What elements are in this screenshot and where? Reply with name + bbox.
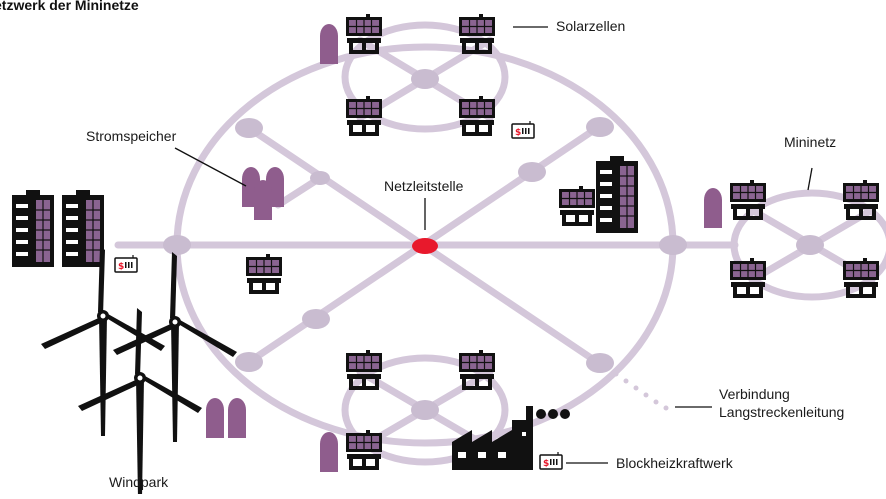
solar-house-icon bbox=[345, 95, 383, 137]
storage-silo-icon bbox=[704, 188, 722, 228]
leader-lines bbox=[174, 26, 813, 464]
wind-turbine-icon bbox=[78, 308, 202, 498]
storage-silo-icon bbox=[206, 398, 224, 438]
network-node bbox=[518, 162, 546, 182]
label-langstreckenleitung: Langstreckenleitung bbox=[719, 404, 845, 420]
solar-house-icon bbox=[345, 429, 383, 471]
label-netzleitstelle: Netzleitstelle bbox=[384, 178, 464, 194]
network-node bbox=[235, 118, 263, 138]
network-node bbox=[586, 117, 614, 137]
solar-house-icon bbox=[729, 179, 767, 221]
network-node bbox=[796, 235, 824, 255]
solar-house-icon bbox=[345, 349, 383, 391]
solar-house-icon bbox=[842, 179, 880, 221]
control-center-icon bbox=[412, 238, 438, 254]
apartment-tower-icon bbox=[11, 189, 55, 268]
solar-house-icon bbox=[458, 349, 496, 391]
apartment-tower-icon bbox=[61, 189, 105, 268]
label-stromspeicher: Stromspeicher bbox=[86, 128, 177, 144]
solar-house-icon bbox=[345, 13, 383, 55]
storage-silo-icon bbox=[320, 24, 338, 64]
solar-house-icon bbox=[558, 185, 596, 227]
solar-house-icon bbox=[458, 95, 496, 137]
network-node bbox=[411, 400, 439, 420]
network-node bbox=[310, 171, 330, 185]
network-node bbox=[163, 235, 191, 255]
label-solarzellen: Solarzellen bbox=[556, 18, 626, 34]
network-node bbox=[586, 353, 614, 373]
label-mininetz: Mininetz bbox=[784, 134, 837, 150]
solar-house-icon bbox=[729, 257, 767, 299]
solar-house-icon bbox=[458, 13, 496, 55]
top-mininet-ring bbox=[341, 21, 509, 133]
long-distance-dots bbox=[613, 371, 669, 411]
diagram-title: etzwerk der Mininetze bbox=[0, 0, 139, 13]
meter-icon bbox=[539, 451, 563, 470]
label-verbindung: Verbindung bbox=[719, 386, 790, 402]
factory-icon bbox=[452, 406, 570, 470]
label-windpark: Windpark bbox=[109, 474, 169, 490]
meter-icon bbox=[114, 254, 138, 273]
network-node bbox=[411, 69, 439, 89]
solar-house-icon bbox=[842, 257, 880, 299]
apartment-tower-icon bbox=[595, 155, 639, 234]
network-node bbox=[235, 352, 263, 372]
network-node bbox=[302, 309, 330, 329]
bottom-mininet-ring bbox=[341, 354, 509, 466]
storage-silo-icon bbox=[320, 432, 338, 472]
storage-silo-icon bbox=[254, 180, 272, 220]
solar-house-icon bbox=[245, 253, 283, 295]
network-node bbox=[659, 235, 687, 255]
meter-icon bbox=[511, 120, 535, 139]
label-blockheizkraftwerk: Blockheizkraftwerk bbox=[616, 455, 733, 471]
storage-silo-icon bbox=[228, 398, 246, 438]
